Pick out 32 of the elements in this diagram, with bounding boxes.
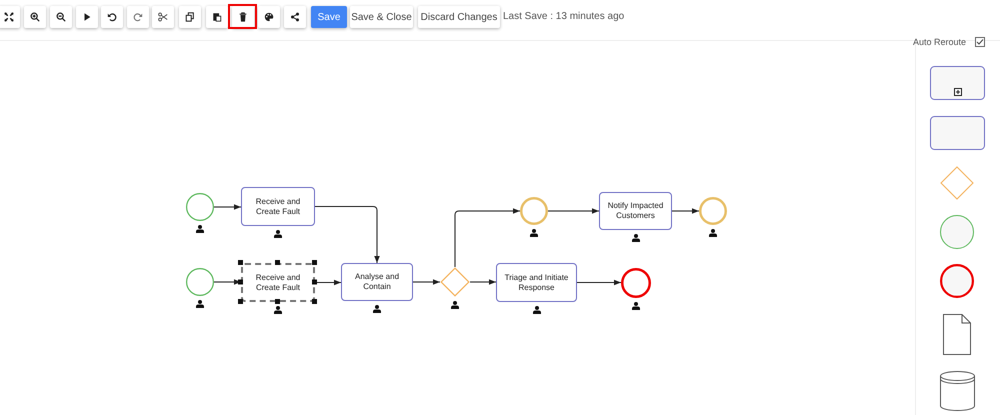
auto-reroute-label: Auto Reroute: [913, 37, 966, 47]
gateway-diamond: [440, 267, 470, 297]
arrow: [672, 208, 700, 214]
task-box: Analyse and Contain: [341, 263, 413, 301]
gateway-diamond: [940, 166, 974, 200]
arrow: [314, 280, 342, 286]
save-button: Save: [311, 6, 347, 28]
discard-changes-button: Discard Changes: [418, 6, 500, 28]
arrow: [548, 208, 600, 214]
save-and-close-button: Save & Close: [350, 6, 413, 28]
task-box: [930, 116, 985, 150]
database-cylinder: [940, 371, 975, 411]
arrow: [214, 204, 242, 210]
arrow: [454, 208, 520, 268]
arrow: [412, 279, 440, 285]
task-box: Notify Impacted Customers: [599, 192, 672, 230]
event-circle: [520, 197, 548, 225]
task-box: Triage and Initiate Response: [496, 263, 577, 302]
last-save-status: Last Save : 13 minutes ago: [503, 11, 624, 22]
event-circle: [940, 264, 974, 298]
task-box: [930, 66, 985, 100]
event-circle: [186, 268, 214, 296]
task-box: Receive and Create Fault: [241, 263, 315, 302]
arrow: [470, 279, 496, 285]
arrow: [576, 280, 622, 286]
task-box: Receive and Create Fault: [241, 187, 315, 226]
event-circle: [699, 197, 727, 225]
document-shape: [943, 314, 971, 355]
event-circle: [621, 268, 651, 298]
arrow: [314, 206, 380, 264]
event-circle: [940, 215, 974, 249]
event-circle: [186, 193, 214, 221]
